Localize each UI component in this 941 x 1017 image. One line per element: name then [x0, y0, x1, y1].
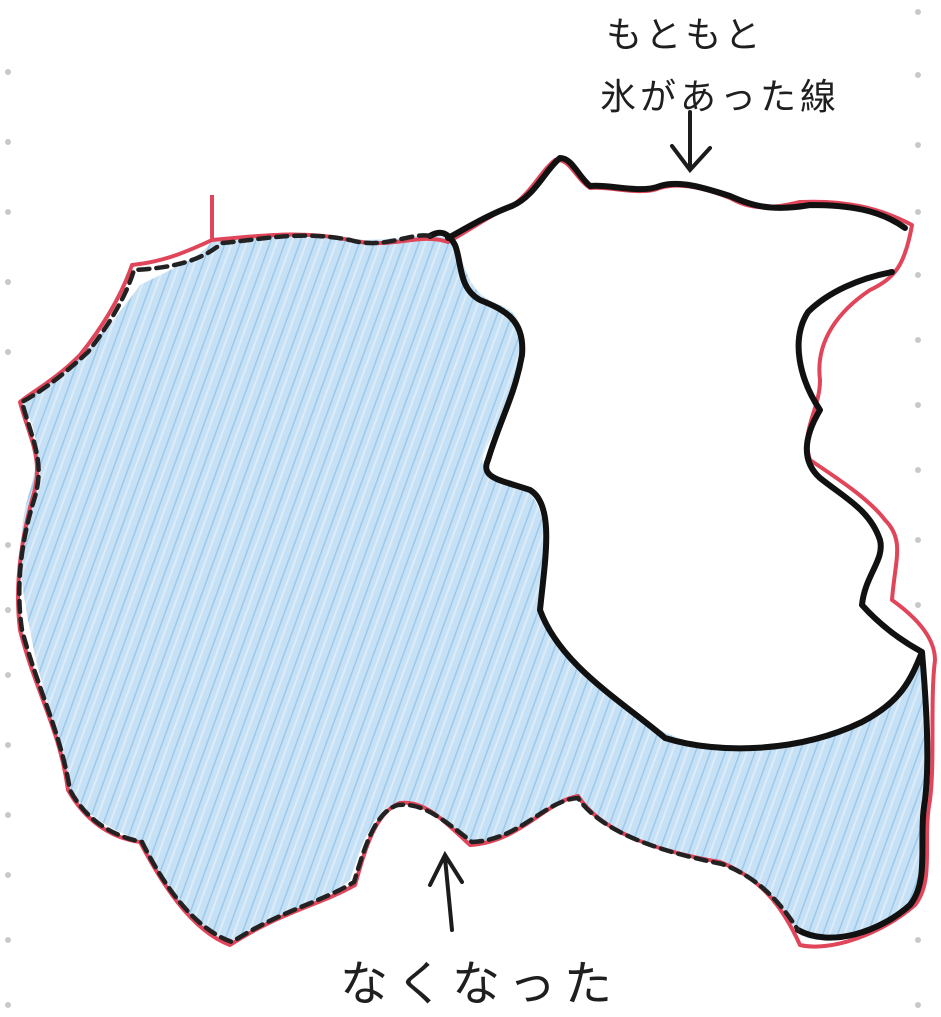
remaining-ice-area: [20, 233, 928, 943]
down-arrow-icon: [670, 110, 712, 174]
original-ice-line-label-line2: 氷があった線: [600, 77, 841, 118]
up-arrow-icon: [428, 850, 464, 932]
original-ice-line-label-line1: もともと: [606, 15, 765, 56]
lost-ice-label: なくなった: [340, 956, 621, 1012]
current-ice-outline: [427, 155, 931, 941]
lost-ice-dashed-outline: [17, 233, 801, 945]
page-edge-dots: [5, 9, 921, 1008]
